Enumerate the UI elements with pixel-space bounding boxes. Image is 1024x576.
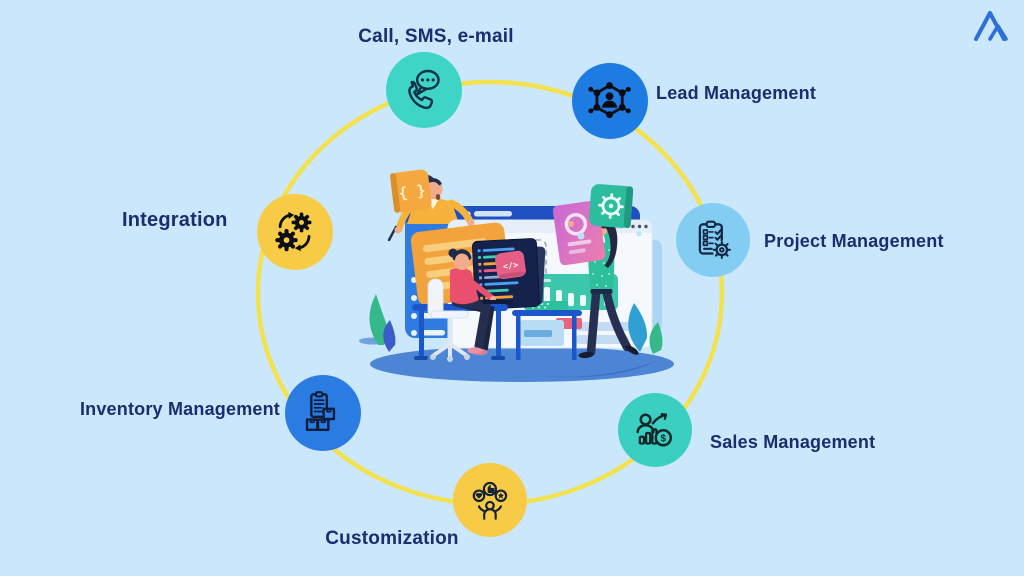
feature-label-lead-management: Lead Management (656, 83, 817, 103)
mountain-peaks-logo (974, 11, 1008, 41)
plant-right (628, 303, 663, 354)
person-preferences-icon (472, 481, 508, 520)
sitting-developer (448, 248, 512, 356)
deco-dot (636, 231, 642, 237)
deco-dot (577, 232, 585, 240)
office-chair (427, 278, 470, 362)
feature-label-call-sms-email: Call, SMS, e-mail (358, 26, 514, 47)
gear-cube-icon (589, 184, 634, 229)
clipboard-boxes-icon (306, 391, 336, 432)
feature-label-sales-management: Sales Management (710, 432, 876, 452)
feature-node-customization (453, 463, 527, 537)
feature-label-inventory-management: Inventory Management (79, 399, 280, 419)
svg-text:$: $ (661, 433, 667, 444)
feature-label-integration: Integration (122, 209, 228, 231)
feature-node-inventory-management (285, 375, 361, 451)
plant-left (369, 294, 396, 352)
code-tag-badge-icon: </> (495, 250, 526, 280)
feature-label-project-management: Project Management (764, 231, 944, 251)
feature-node-call-sms-email (386, 52, 462, 128)
network-nodes-icon (588, 82, 632, 119)
clipboard-checklist-gear-icon (698, 220, 732, 260)
feature-node-project-management (676, 203, 750, 277)
phone-chat-icon (408, 70, 441, 110)
feature-node-sales-management: $ (618, 393, 692, 467)
svg-text:</>: </> (502, 260, 519, 272)
code-braces-cube-icon: { } (390, 169, 432, 213)
feature-node-integration (257, 194, 333, 270)
code-panel: </> (471, 238, 546, 310)
dashboard-illustration: </> (359, 169, 674, 382)
feature-label-customization: Customization (325, 528, 459, 549)
sales-growth-dollar-icon: $ (636, 413, 673, 447)
feature-node-lead-management (572, 63, 648, 139)
gears-sync-icon (275, 212, 312, 252)
svg-text:{ }: { } (398, 181, 427, 202)
side-desk (512, 301, 582, 360)
